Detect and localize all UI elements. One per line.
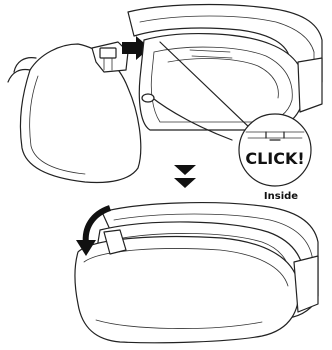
- step-down-arrows-icon: [174, 165, 196, 188]
- click-callout: CLICK!: [239, 114, 311, 186]
- clip-on-lens: [8, 42, 141, 182]
- assembled-goggle: [75, 203, 318, 343]
- click-callout-text: CLICK!: [245, 149, 304, 168]
- inside-caption: Inside: [264, 191, 298, 202]
